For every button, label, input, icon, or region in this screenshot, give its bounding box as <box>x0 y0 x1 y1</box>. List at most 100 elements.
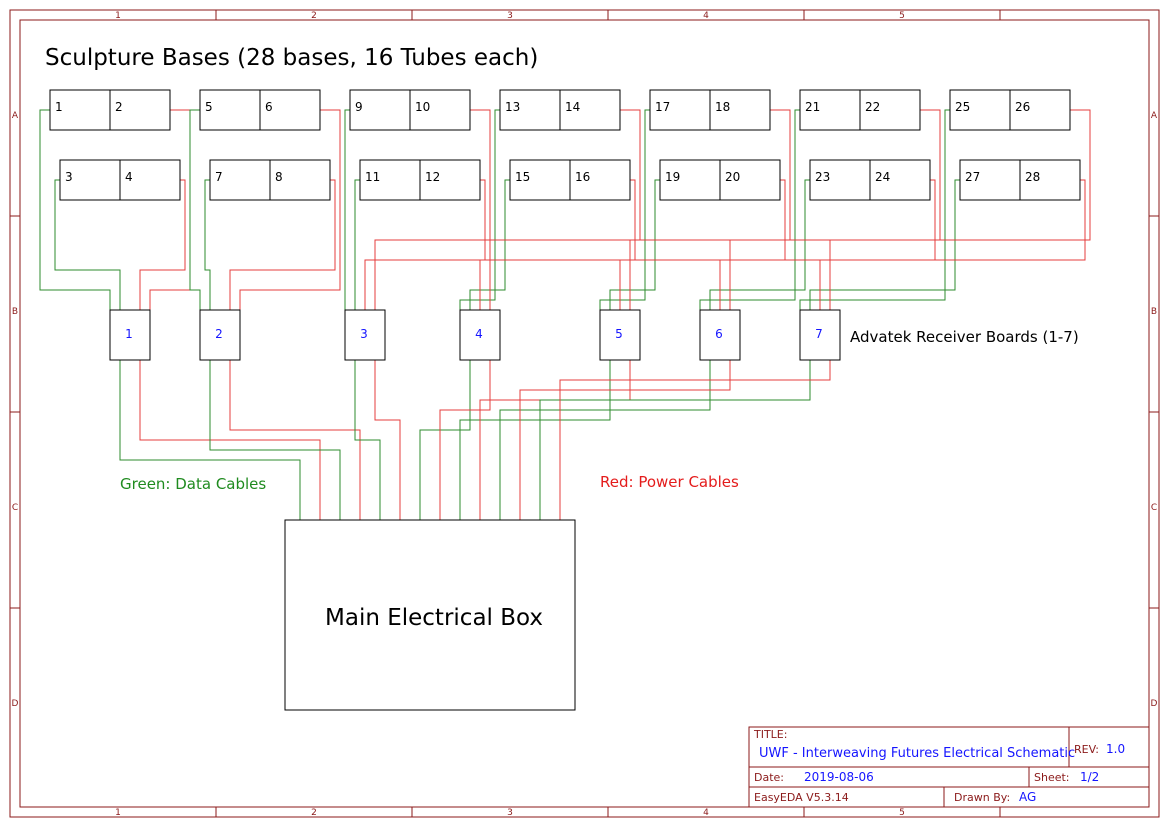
receiver-board <box>799 309 841 361</box>
ruler-row-label-right: B <box>1151 307 1157 317</box>
base-box <box>199 89 261 131</box>
base-box <box>559 89 621 131</box>
base-box <box>49 89 111 131</box>
data-cable <box>469 179 510 310</box>
base-label: 18 <box>715 100 730 114</box>
power-cable <box>489 109 641 310</box>
base-label: 17 <box>655 100 670 114</box>
receiver-board <box>199 309 241 361</box>
base-label: 6 <box>265 100 273 114</box>
base-box <box>209 159 271 201</box>
rev-label: REV: <box>1074 743 1099 756</box>
base-label: 13 <box>505 100 520 114</box>
base-label: 23 <box>815 170 830 184</box>
sheet-label: Sheet: <box>1034 771 1070 784</box>
receiver-board <box>459 309 501 361</box>
title-block: TITLE: UWF - Interweaving Futures Electr… <box>748 726 1150 808</box>
ruler-col-label-top: 2 <box>311 11 317 21</box>
data-cable <box>799 109 950 310</box>
base-label: 9 <box>355 100 363 114</box>
base-box <box>649 89 711 131</box>
base-box <box>859 89 921 131</box>
drawn-by-label: Drawn By: <box>954 791 1010 804</box>
data-cable <box>119 360 301 520</box>
power-cable <box>139 360 321 520</box>
legend-data-cables: Green: Data Cables <box>120 475 266 493</box>
base-label: 14 <box>565 100 580 114</box>
ruler-row-label-right: C <box>1151 503 1157 513</box>
ruler-col-label-bottom: 2 <box>311 808 317 818</box>
base-box <box>499 89 561 131</box>
power-cable <box>439 360 491 520</box>
title-label: TITLE: <box>753 728 787 741</box>
base-box <box>869 159 931 201</box>
base-label: 10 <box>415 100 430 114</box>
data-cable <box>459 109 500 310</box>
data-cable <box>459 360 611 520</box>
data-cable <box>54 179 121 310</box>
power-cable <box>819 179 1086 310</box>
data-cable <box>189 109 201 310</box>
receiver-label: 2 <box>215 327 223 341</box>
ruler-col-label-top: 4 <box>703 11 709 21</box>
data-cable <box>39 109 111 310</box>
base-label: 12 <box>425 170 440 184</box>
power-cable <box>559 360 831 520</box>
base-label: 2 <box>115 100 123 114</box>
base-box <box>59 159 121 201</box>
base-box <box>509 159 571 201</box>
base-box <box>809 159 871 201</box>
data-cable <box>354 360 381 520</box>
inner-border <box>19 19 1150 808</box>
main-electrical-box <box>284 519 576 711</box>
power-cable <box>829 109 1091 310</box>
base-box <box>719 159 781 201</box>
base-label: 7 <box>215 170 223 184</box>
base-label: 1 <box>55 100 63 114</box>
power-cable <box>374 360 401 520</box>
receiver-caption: Advatek Receiver Boards (1-7) <box>850 328 1079 346</box>
power-cable <box>374 109 491 310</box>
base-label: 24 <box>875 170 890 184</box>
base-box <box>1019 159 1081 201</box>
base-label: 3 <box>65 170 73 184</box>
base-box <box>119 159 181 201</box>
power-cable <box>149 109 191 310</box>
base-label: 22 <box>865 100 880 114</box>
base-label: 11 <box>365 170 380 184</box>
sheet-value: 1/2 <box>1080 770 1099 784</box>
ruler-row-label-left: D <box>12 699 19 709</box>
outer-border <box>9 9 1160 818</box>
ruler-row-label-left: C <box>12 503 18 513</box>
receiver-board <box>599 309 641 361</box>
receiver-label: 3 <box>360 327 368 341</box>
power-cable <box>519 360 731 520</box>
data-cable <box>709 179 810 310</box>
receiver-label: 4 <box>475 327 483 341</box>
base-label: 19 <box>665 170 680 184</box>
base-label: 28 <box>1025 170 1040 184</box>
software-label: EasyEDA V5.3.14 <box>754 791 849 804</box>
power-cable <box>629 109 791 310</box>
data-cable <box>209 360 341 520</box>
base-label: 5 <box>205 100 213 114</box>
base-box <box>269 159 331 201</box>
power-cable <box>479 360 631 520</box>
main-box-label: Main Electrical Box <box>325 605 543 631</box>
date-label: Date: <box>754 771 784 784</box>
receiver-label: 5 <box>615 327 623 341</box>
base-label: 8 <box>275 170 283 184</box>
power-cable <box>239 109 341 310</box>
base-label: 15 <box>515 170 530 184</box>
base-box <box>949 89 1011 131</box>
ruler-col-label-top: 5 <box>899 11 905 21</box>
drawn-by-value: AG <box>1019 790 1036 804</box>
base-box <box>799 89 861 131</box>
base-box <box>709 89 771 131</box>
receiver-board <box>344 309 386 361</box>
ruler-col-label-bottom: 5 <box>899 808 905 818</box>
data-cable <box>354 179 360 310</box>
